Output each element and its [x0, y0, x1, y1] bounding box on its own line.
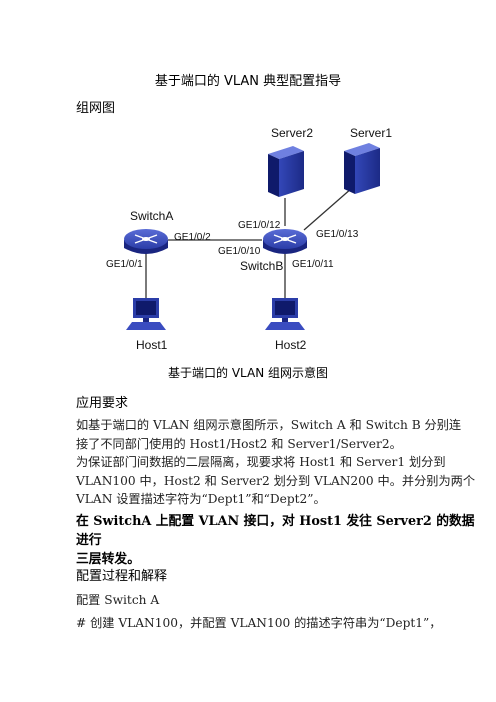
links: [145, 187, 353, 300]
section-config-heading: 配置过程和解释: [76, 569, 168, 584]
diagram-caption: 基于端口的 VLAN 组网示意图: [168, 366, 328, 380]
section-requirements-heading: 应用要求: [76, 396, 129, 411]
link-switchB-server1: [303, 187, 353, 231]
host2-icon: [265, 298, 305, 330]
label-switchB: SwitchB: [240, 259, 284, 273]
req-line: 为保证部门间数据的二层隔离，现要求将 Host1 和 Server1 划分到: [76, 455, 446, 469]
port-b-ge12: GE1/0/12: [238, 220, 281, 231]
label-host1: Host1: [136, 338, 168, 352]
port-b-ge11: GE1/0/11: [292, 259, 334, 270]
section-network-heading: 组网图: [76, 101, 116, 116]
requirements-body: 如基于端口的 VLAN 组网示意图所示，Switch A 和 Switch B …: [76, 416, 476, 509]
page-title: 基于端口的 VLAN 典型配置指导: [154, 74, 342, 89]
req-line: 接了不同部门使用的 Host1/Host2 和 Server1/Server2。: [76, 436, 402, 451]
label-server2: Server2: [271, 126, 314, 140]
port-b-ge10: GE1/0/10: [218, 246, 261, 257]
bold-line: 在 SwitchA 上配置 VLAN 接口，对 Host1 发往 Server2…: [76, 514, 475, 548]
network-diagram: [124, 143, 380, 330]
port-a-ge1: GE1/0/1: [106, 259, 143, 270]
port-a-ge2: GE1/0/2: [174, 232, 211, 243]
requirements-bold: 在 SwitchA 上配置 VLAN 接口，对 Host1 发往 Server2…: [76, 512, 476, 569]
bold-line: 三层转发。: [76, 552, 140, 567]
config-step: # 创建 VLAN100，并配置 VLAN100 的描述字符串为“Dept1”，: [76, 616, 442, 630]
req-line: 如基于端口的 VLAN 组网示意图所示，Switch A 和 Switch B …: [76, 418, 462, 432]
req-line: VLAN100 中，Host2 和 Server2 划分到 VLAN200 中。…: [76, 473, 476, 488]
host1-icon: [126, 298, 166, 330]
label-switchA: SwitchA: [130, 209, 174, 223]
config-subheading: 配置 Switch A: [76, 593, 160, 607]
server1-icon: [344, 143, 380, 194]
label-server1: Server1: [350, 126, 393, 140]
port-b-ge13: GE1/0/13: [316, 229, 359, 240]
req-line: VLAN 设置描述字符为“Dept1”和“Dept2”。: [76, 492, 326, 506]
label-host2: Host2: [275, 338, 307, 352]
switchB-icon: [263, 229, 307, 254]
server2-icon: [268, 146, 304, 197]
switchA-icon: [124, 229, 168, 254]
